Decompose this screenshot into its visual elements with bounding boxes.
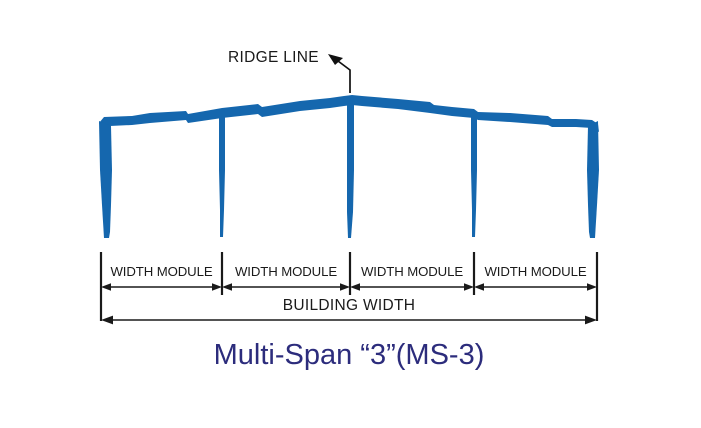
width-module-arrow-left-2: [222, 283, 232, 291]
column-exterior-right: [587, 121, 599, 238]
building-width-arrow-left: [101, 315, 113, 325]
column-interior-1: [219, 112, 225, 237]
ridge-line-label: RIDGE LINE: [228, 49, 319, 66]
column-exterior-left: [99, 121, 112, 238]
steel-frame-group: [99, 95, 599, 238]
width-module-arrow-right-2: [340, 283, 350, 291]
building-width-dimension: BUILDING WIDTH: [101, 297, 597, 325]
width-module-label-4: WIDTH MODULE: [484, 264, 586, 279]
column-center-ridge: [347, 99, 354, 238]
ridge-leader-line: [333, 57, 351, 93]
column-interior-2: [471, 112, 477, 237]
width-module-arrow-right-1: [212, 283, 222, 291]
width-module-arrow-left-3: [350, 283, 360, 291]
width-module-arrow-left-1: [101, 283, 111, 291]
ridge-leader-arrowhead: [328, 54, 343, 65]
width-module-label-1: WIDTH MODULE: [110, 264, 212, 279]
width-module-arrow-left-4: [474, 283, 484, 291]
width-module-arrow-right-3: [464, 283, 474, 291]
width-module-arrow-right-4: [587, 283, 597, 291]
ridge-line-callout: RIDGE LINE: [228, 49, 351, 93]
diagram-title: Multi-Span “3”(MS-3): [214, 339, 485, 371]
width-module-label-3: WIDTH MODULE: [361, 264, 463, 279]
width-module-dimensions: WIDTH MODULE WIDTH MODULE WIDTH MODULE W…: [99, 252, 599, 321]
width-module-label-2: WIDTH MODULE: [235, 264, 337, 279]
building-width-label: BUILDING WIDTH: [283, 297, 416, 314]
building-width-arrow-right: [585, 315, 597, 325]
